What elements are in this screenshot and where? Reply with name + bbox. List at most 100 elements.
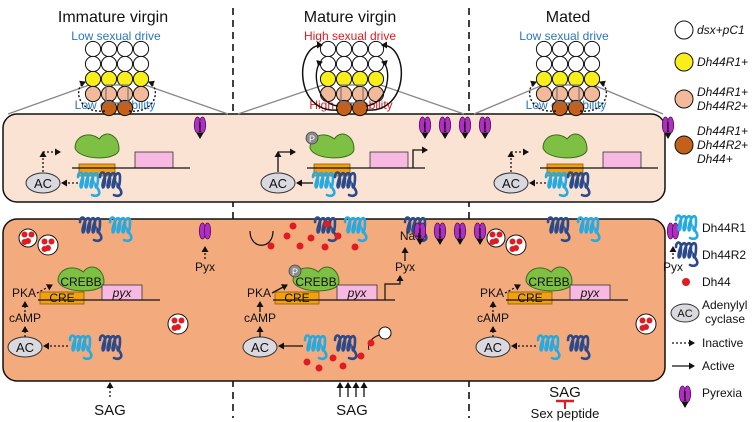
cre-label: CRE (49, 291, 74, 305)
dh44-peptide (315, 364, 323, 372)
legend-ac-label-1: Adenylyl (702, 298, 747, 312)
pyx-protein-label: Pyx (663, 260, 683, 274)
neuron-cell (351, 85, 369, 103)
dh44r2-receptor (313, 216, 338, 243)
dh44-peptide (307, 234, 315, 242)
pyrexia-channel (453, 222, 467, 245)
drive-mature: High sexual drive (304, 29, 396, 43)
dh44-peptide (289, 222, 297, 230)
adenylyl-cyclase: AC (493, 172, 529, 194)
neuron-cell (132, 70, 150, 88)
legend-cell-label: Dh44R1+ (697, 55, 748, 69)
neuron-cell (535, 40, 553, 58)
dh44-peptide (367, 339, 375, 347)
creb-protein: CREBB (525, 266, 573, 292)
legend-cell-swatch (674, 135, 694, 155)
pka-label: PKA (247, 286, 271, 300)
pyrexia-channel (193, 116, 207, 139)
dh44-peptide (334, 232, 342, 240)
dh44-peptide (357, 352, 365, 360)
creb-label: CREBB (528, 275, 569, 289)
inactive-arrow (579, 80, 608, 112)
neuron-cell (100, 40, 118, 58)
creb-protein: P (305, 131, 355, 159)
neuron-cell-dh44 (100, 99, 118, 117)
creb-protein (74, 133, 120, 159)
ac-label: AC (251, 340, 269, 355)
cell-clusters (77, 40, 608, 117)
cre-label: CRE (284, 291, 309, 305)
legend-cell-swatch (674, 52, 694, 72)
dh44-vesicle (167, 313, 189, 335)
dh44r1-receptor (303, 334, 328, 361)
inhibitor-label: Sex peptide (531, 406, 600, 421)
neuron-cell-dh44 (335, 99, 353, 117)
neuron-cell (551, 70, 569, 88)
dh44-peptide (283, 232, 291, 240)
cre-box (39, 291, 85, 305)
pyrexia-channel (661, 116, 675, 139)
inactive-arrow (528, 80, 557, 112)
camp-label: cAMP (9, 311, 41, 325)
pka-arrow (504, 284, 521, 294)
dh44-peptide (267, 242, 275, 250)
legend-cell-swatch (674, 89, 694, 109)
drive-mated: Low sexual drive (519, 29, 609, 43)
neuron-cell (84, 70, 102, 88)
dh44r1-receptor (544, 171, 569, 198)
dh44-peptide (329, 354, 337, 362)
legend-cell-label: dsx+pC1 (697, 23, 745, 37)
pyrexia-channel (413, 222, 427, 245)
neuron-cell (583, 70, 601, 88)
neuron-cell (84, 85, 102, 103)
pyrexia-channel (666, 222, 680, 240)
legend-ac-label-2: cyclase (705, 312, 745, 326)
dh44-vesicle (486, 228, 506, 248)
transcription-arrow (384, 275, 404, 300)
pyrexia-channel (678, 385, 692, 408)
pyx-box (369, 151, 409, 169)
legend-ac-icon (670, 303, 700, 323)
dh44-peptide (303, 358, 311, 366)
dh44-vesicle (18, 228, 38, 248)
dh44r1-receptor (576, 216, 601, 243)
neuron-cell (551, 40, 569, 58)
ac-label: AC (16, 340, 34, 355)
neuron-cell (351, 70, 369, 88)
active-arrow (301, 41, 339, 111)
pka-label: PKA (480, 286, 504, 300)
neuron-cell (132, 55, 150, 73)
legend-cell-label: Dh44R2+ (697, 138, 748, 152)
neuron-cell (367, 70, 385, 88)
neuron-cell (535, 55, 553, 73)
pyrexia-channel (478, 116, 492, 139)
neuron-cell (567, 85, 585, 103)
neuron-cell (116, 40, 134, 58)
neuron-cell (583, 85, 601, 103)
pyx-gene-label: pyx (580, 286, 601, 300)
adenylyl-cyclase: AC (260, 172, 296, 194)
creb-label: CREBB (295, 275, 336, 289)
neuron-cell (351, 55, 369, 73)
camp-label: cAMP (244, 311, 276, 325)
neuron-cell (567, 55, 585, 73)
legend-dh44-icon (682, 278, 690, 286)
dh44-vesicle (635, 313, 657, 335)
adenylyl-cyclase: AC (475, 336, 511, 358)
adenylyl-cyclase: AC (7, 336, 43, 358)
camp-label: cAMP (477, 311, 509, 325)
neuron-cell (367, 55, 385, 73)
dh44-peptide (351, 243, 359, 251)
drive-immature: Low sexual drive (71, 29, 161, 43)
dh44r1-receptor (311, 171, 336, 198)
dh44-peptide (323, 220, 331, 228)
cre-box (507, 291, 553, 305)
neuron-cell (551, 85, 569, 103)
legend-cell-label: Dh44R2+ (697, 99, 748, 113)
dh44r2-receptor (546, 216, 571, 243)
neuron-cell (551, 55, 569, 73)
legend-active-label: Active (702, 359, 735, 373)
